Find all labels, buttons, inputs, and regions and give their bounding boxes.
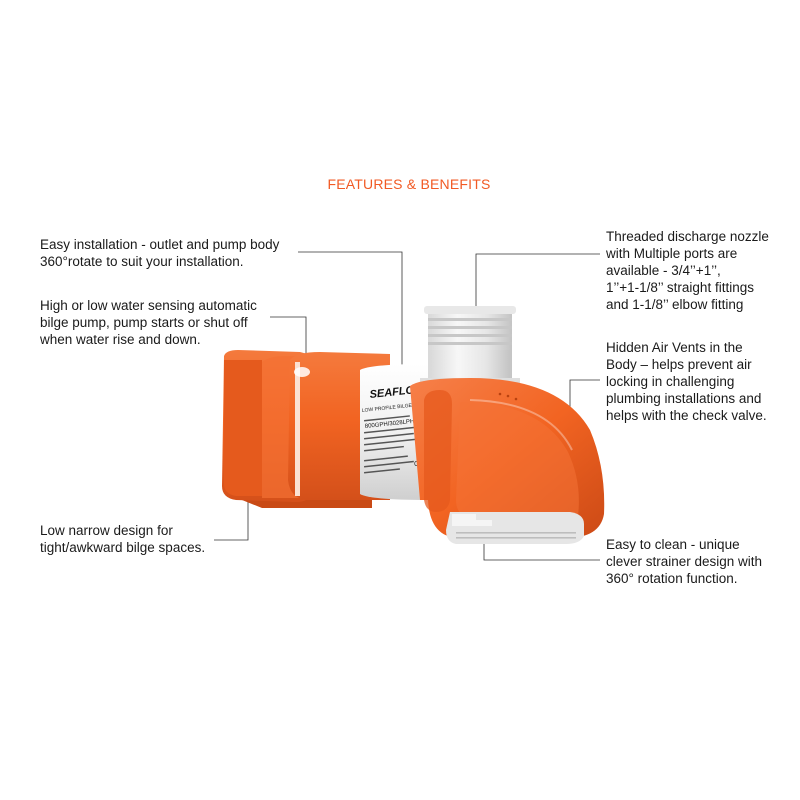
callout-water-sensing: High or low water sensing automatic bilg…: [40, 298, 257, 347]
callout-easy-installation: Easy installation - outlet and pump body…: [40, 237, 280, 269]
label-fineprint: [363, 415, 420, 474]
flow-rating: 800GPH/3028LPH: [365, 419, 415, 430]
elbow-housing: [410, 378, 605, 538]
callout-hidden-air-vents: Hidden Air Vents in the Body – helps pre…: [606, 340, 767, 423]
callout-discharge-nozzle: Threaded discharge nozzle with Multiple …: [606, 229, 769, 312]
strainer-grille: [446, 512, 584, 544]
brand-logo: SEAFLO: [369, 384, 415, 401]
callout-easy-to-clean: Easy to clean - unique clever strainer d…: [606, 537, 763, 586]
callout-low-narrow-design: Low narrow design for tight/awkward bilg…: [40, 523, 206, 555]
air-vent-dots: [498, 392, 518, 401]
page-title: FEATURES & BENEFITS: [327, 176, 491, 192]
